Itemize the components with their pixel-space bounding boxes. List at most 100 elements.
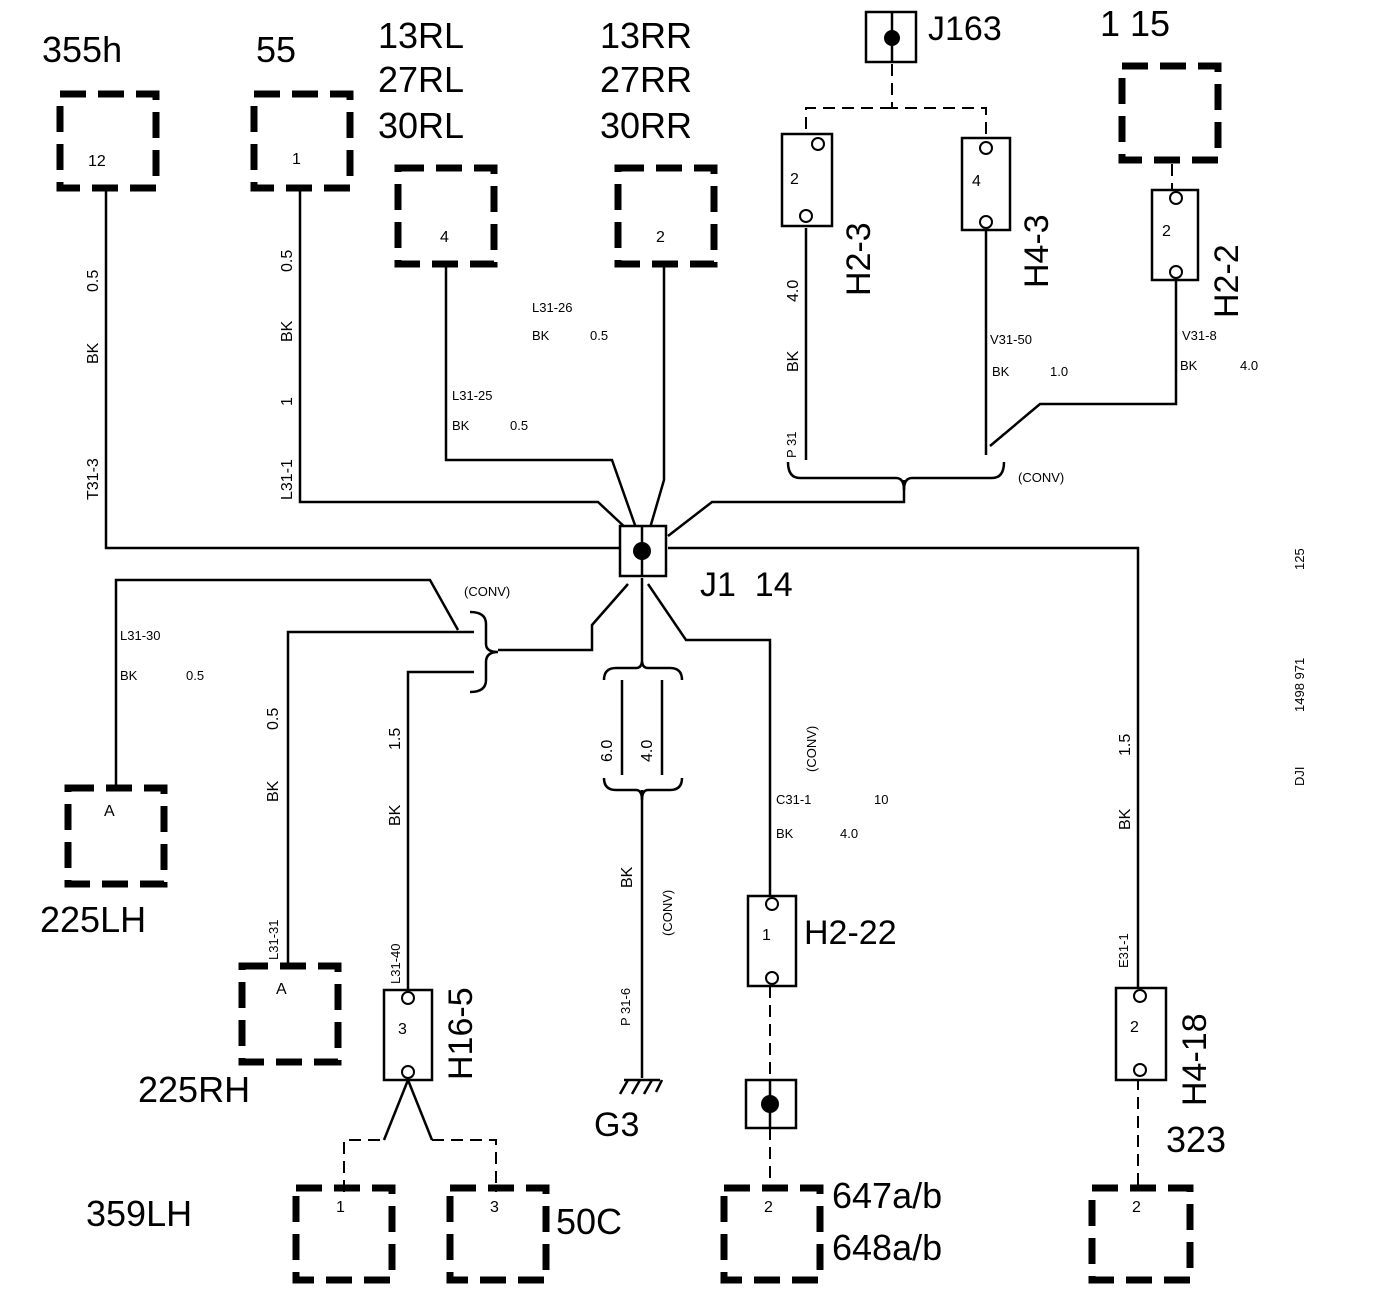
wire-e31-1-id: E31-1 (1116, 933, 1131, 968)
junction-647 (744, 1078, 798, 1130)
wire-v31-8-id: V31-8 (1182, 328, 1217, 343)
wire-labels: 0.5 BK T31-3 0.5 BK 1 L31-1 L31-25 BK 0.… (85, 250, 1258, 1026)
wire-l31-30-id: L31-30 (120, 628, 160, 643)
wire-l31-1-extra: 1 (279, 397, 296, 406)
box-647 (720, 1184, 824, 1284)
wire-l31-30-size: 0.5 (186, 668, 204, 683)
box-359lh (292, 1184, 396, 1284)
conv-ground-label: (CONV) (660, 890, 675, 936)
junction-j163: J163 (864, 10, 1002, 64)
component-labels: 355h 55 13RL 27RL 30RL 13RR 27RR 30RR 1 … (40, 3, 1226, 1268)
connector-h16-5-pin: 3 (398, 1021, 407, 1038)
connector-h2-22: 1 H2-22 (746, 894, 897, 988)
pin-50c: 3 (490, 1199, 499, 1216)
connector-h2-3-pin-top (811, 137, 825, 151)
connectors: 2 H2-3 4 H4-3 2 H2-2 3 H16-5 (382, 132, 1246, 1106)
wire-l31-40 (406, 670, 474, 992)
component-pins: 12 1 4 2 A A 1 3 2 2 (88, 151, 1141, 1216)
component-boxes (56, 62, 1222, 1284)
label-50c: 50C (556, 1201, 622, 1242)
wire-p31-6-size-a: 6.0 (599, 740, 616, 762)
connector-h16-5-label: H16-5 (442, 987, 480, 1080)
connector-h2-2-label: H2-2 (1208, 244, 1246, 318)
wire-l31-1-size: 0.5 (279, 250, 296, 272)
side-code: 125 1498 971 DJI (1292, 548, 1307, 786)
conv-braces (469, 461, 1006, 801)
junction-647-dot (761, 1095, 779, 1113)
conv-c31-label: (CONV) (804, 726, 819, 772)
wire-v31-50-size: 1.0 (1050, 364, 1068, 379)
wire-l31-40-size: 1.5 (387, 728, 404, 750)
side-code-c: DJI (1292, 767, 1307, 787)
dash-j163 (805, 64, 987, 138)
side-code-b: 1498 971 (1292, 658, 1307, 712)
wire-l31-31-size: 0.5 (265, 708, 282, 730)
box-rl (394, 164, 498, 268)
connector-h2-22-label: H2-22 (804, 914, 897, 952)
wire-c31-1-extra: 10 (874, 792, 888, 807)
wire-l31-26-color: BK (532, 328, 550, 343)
box-rr (614, 164, 718, 268)
dash-h16-split (343, 1139, 497, 1192)
connector-h2-22-pin: 1 (762, 927, 771, 944)
connector-h4-18-pin-top (1133, 989, 1147, 1003)
wire-p31-6-color: BK (619, 866, 636, 888)
label-115: 1 15 (1100, 3, 1170, 44)
wire-c31-1 (646, 583, 772, 898)
box-115 (1118, 62, 1222, 164)
box-225rh (238, 962, 342, 1066)
wire-t31-3-size: 0.5 (85, 270, 102, 292)
wire-l31-30 (114, 578, 460, 790)
pin-225rh: A (276, 981, 287, 998)
label-55: 55 (256, 29, 296, 70)
connector-h2-3: 2 H2-3 (780, 132, 878, 296)
conv-top-label: (CONV) (1018, 470, 1064, 485)
connector-h4-18-pin: 2 (1130, 1019, 1139, 1036)
connector-h16-5: 3 H16-5 (382, 987, 480, 1082)
junctions: J163 J1 14 G3 (594, 10, 1002, 1144)
ground-label: G3 (594, 1106, 639, 1144)
wire-l31-26-id: L31-26 (532, 300, 572, 315)
wire-v31-50-id: V31-50 (990, 332, 1032, 347)
conv-labels: (CONV) (CONV) (CONV) (CONV) (464, 470, 1064, 936)
wire-l31-1 (298, 188, 629, 531)
connector-h2-2-pin-top (1169, 191, 1183, 205)
wire-l31-30-color: BK (120, 668, 138, 683)
ground-hatch (618, 1079, 664, 1095)
wire-l31-25-color: BK (452, 418, 470, 433)
wire-l31-25-size: 0.5 (510, 418, 528, 433)
connector-h4-18-pin-bottom (1133, 1063, 1147, 1077)
box-225lh (64, 784, 168, 888)
wire-to-conv-left (498, 583, 629, 652)
wire-e31-1-horizontal (668, 546, 1140, 990)
ground-g3: G3 (594, 1078, 664, 1144)
wire-l31-40-color: BK (387, 804, 404, 826)
wire-v31-8-color: BK (1180, 358, 1198, 373)
wire-t31-3-color: BK (85, 342, 102, 364)
wire-l31-31 (286, 630, 474, 964)
wire-conv-top (667, 480, 906, 537)
connector-h2-2-pin: 2 (1162, 223, 1171, 240)
wire-l31-25-id: L31-25 (452, 388, 492, 403)
label-225lh: 225LH (40, 899, 146, 940)
label-225rh: 225RH (138, 1069, 250, 1110)
wire-l31-26-size: 0.5 (590, 328, 608, 343)
wire-p31-6-id: P 31-6 (618, 988, 633, 1026)
box-50c (446, 1184, 550, 1284)
label-648: 648a/b (832, 1227, 942, 1268)
connector-h2-3-pin: 2 (790, 171, 799, 188)
connector-h2-2-pin-bottom (1169, 265, 1183, 279)
connector-h2-22-pin-top (765, 897, 779, 911)
wire-e31-1-size: 1.5 (1117, 734, 1134, 756)
wire-l31-25 (444, 266, 638, 529)
pin-359lh: 1 (336, 1199, 345, 1216)
wire-p31-size: 4.0 (785, 280, 802, 302)
brace-left (469, 610, 499, 694)
wire-l31-1-id: L31-1 (279, 459, 296, 500)
pin-rr: 2 (656, 229, 665, 246)
wires (104, 188, 1178, 1141)
wire-c31-1-size: 4.0 (840, 826, 858, 841)
side-code-a: 125 (1292, 548, 1307, 570)
connector-h4-3-label: H4-3 (1018, 214, 1056, 288)
